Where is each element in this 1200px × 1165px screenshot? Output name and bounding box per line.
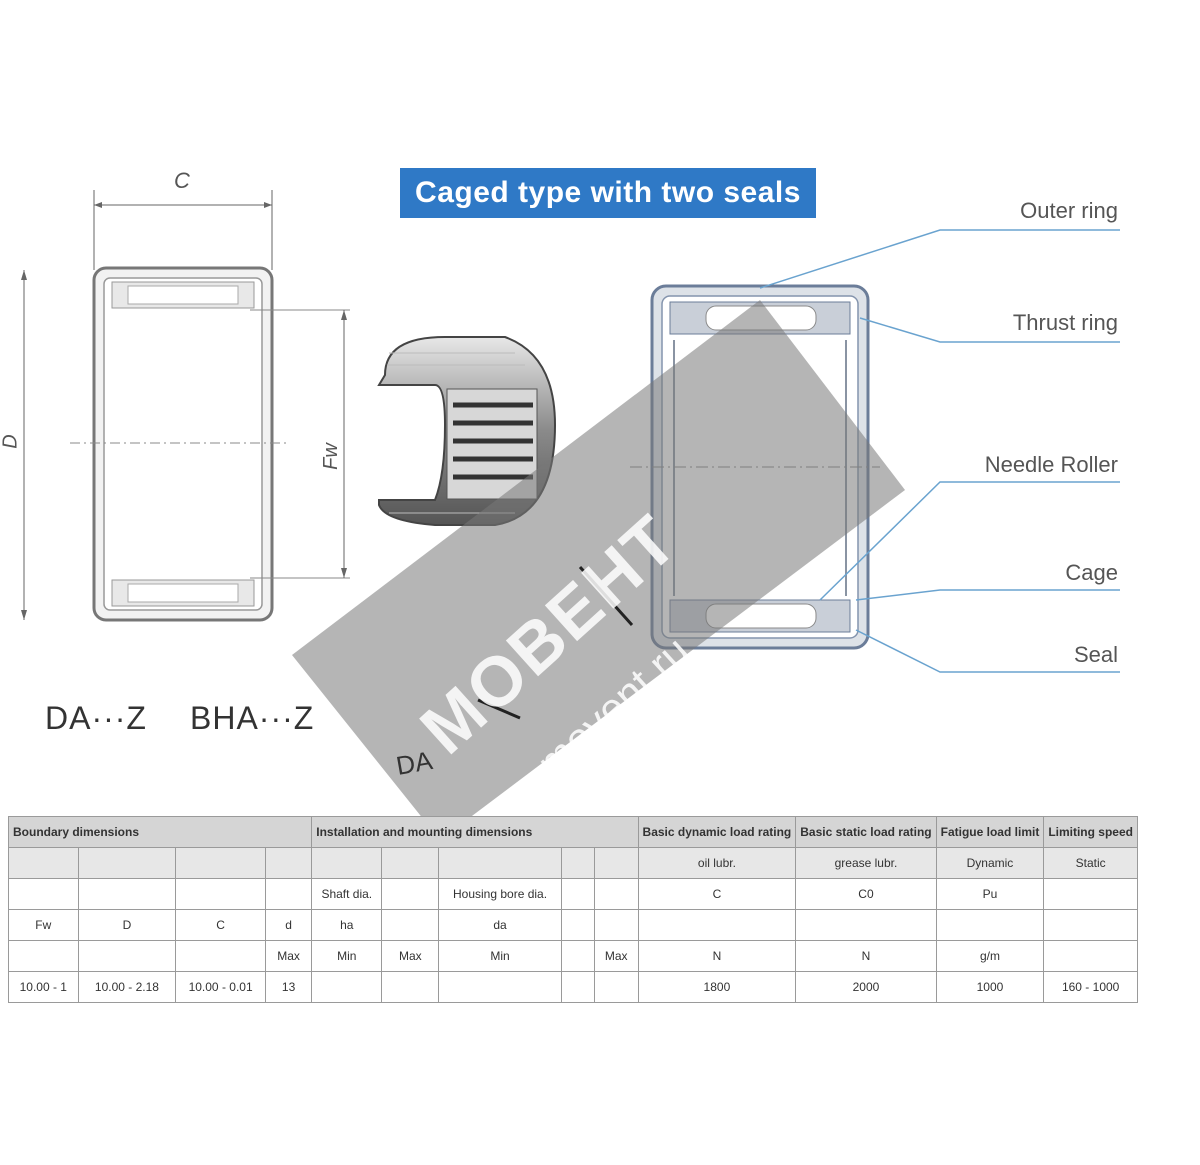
table-cell: [560, 878, 595, 910]
table-cell: [795, 909, 937, 941]
table-cell: [264, 847, 313, 879]
table-row: Max Min Max Min Max N N g/m: [8, 940, 1138, 972]
table-cell: N: [637, 940, 797, 972]
part-label-outer-ring: Outer ring: [1020, 198, 1118, 223]
table-cell: Min: [311, 940, 383, 972]
table-header-cell: Basic static load rating: [795, 816, 937, 848]
table-cell: [637, 909, 797, 941]
series-label-da-z: DA···Z: [45, 700, 147, 736]
table-cell: N: [795, 940, 937, 972]
svg-text:DA: DA: [394, 745, 435, 781]
table-cell: [8, 878, 79, 910]
table-cell: [8, 940, 79, 972]
table-cell: C: [637, 878, 797, 910]
table-cell: [593, 878, 639, 910]
table-cell: [560, 971, 595, 1003]
table-cell: 10.00 - 1: [8, 971, 79, 1003]
table-cell: [1043, 909, 1138, 941]
table-header-cell: Boundary dimensions: [7, 816, 313, 848]
table-cell: C: [175, 909, 266, 941]
series-label-bha-z: BHA···Z: [190, 700, 315, 736]
table-cell: da: [438, 909, 562, 941]
table-cell: Dynamic: [935, 847, 1045, 879]
section-title-banner: Caged type with two seals: [400, 168, 816, 218]
table-cell: Max: [264, 940, 313, 972]
table-cell: [311, 847, 383, 879]
table-cell: [175, 878, 266, 910]
table-cell: Static: [1043, 847, 1138, 879]
table-row: oil lubr. grease lubr. Dynamic Static: [8, 847, 1138, 879]
part-label-needle-roller: Needle Roller: [984, 452, 1118, 477]
dimensions-table: Boundary dimensions Installation and mou…: [7, 816, 1138, 1003]
table-cell: [381, 847, 440, 879]
table-cell: [175, 847, 266, 879]
table-cell: Max: [381, 940, 440, 972]
dim-c-label: C: [174, 168, 190, 193]
table-cell: 13: [264, 971, 313, 1003]
part-label-thrust-ring: Thrust ring: [1012, 310, 1118, 335]
table-cell: [560, 909, 595, 941]
table-cell: [264, 878, 313, 910]
table-cell: oil lubr.: [637, 847, 797, 879]
table-cell: 10.00 - 2.18: [77, 971, 177, 1003]
table-cell: [8, 847, 79, 879]
table-cell: 1000: [935, 971, 1045, 1003]
table-cell: ha: [311, 909, 383, 941]
table-cell: [77, 847, 177, 879]
table-cell: [381, 909, 440, 941]
table-cell: [1043, 940, 1138, 972]
table-cell: d: [264, 909, 313, 941]
table-cell: D: [77, 909, 177, 941]
table-cell: [381, 971, 440, 1003]
table-cell: 10.00 - 0.01: [175, 971, 266, 1003]
table-cell: Shaft dia.: [311, 878, 383, 910]
table-header-cell: Installation and mounting dimensions: [311, 816, 639, 848]
table-cell: [311, 971, 383, 1003]
table-cell: [77, 878, 177, 910]
table-cell: Housing bore dia.: [438, 878, 562, 910]
table-cell: [1043, 878, 1138, 910]
table-cell: Max: [593, 940, 639, 972]
table-cell: [935, 909, 1045, 941]
table-cell: Pu: [935, 878, 1045, 910]
cross-section-drawing: [21, 190, 350, 622]
table-cell: [560, 847, 595, 879]
table-cell: C0: [795, 878, 937, 910]
table-cell: [593, 847, 639, 879]
table-cell: g/m: [935, 940, 1045, 972]
table-cell: [593, 971, 639, 1003]
table-cell: [381, 878, 440, 910]
table-cell: [175, 940, 266, 972]
table-cell: 2000: [795, 971, 937, 1003]
table-row: Shaft dia. Housing bore dia. C C0 Pu: [8, 878, 1138, 910]
table-cell: 160 - 1000: [1043, 971, 1138, 1003]
part-label-cage: Cage: [1065, 560, 1118, 585]
table-row: Boundary dimensions Installation and mou…: [7, 816, 1138, 848]
bearing-3d-illustration: [377, 336, 557, 526]
table-cell: [593, 909, 639, 941]
table-row: 10.00 - 1 10.00 - 2.18 10.00 - 0.01 13 1…: [8, 971, 1138, 1003]
table-cell: grease lubr.: [795, 847, 937, 879]
table-cell: 1800: [637, 971, 797, 1003]
table-cell: [438, 971, 562, 1003]
table-header-cell: Basic dynamic load rating: [637, 816, 797, 848]
table-cell: [77, 940, 177, 972]
table-header-cell: Limiting speed: [1043, 816, 1138, 848]
table-row: Fw D C d ha da: [8, 909, 1138, 941]
table-cell: Min: [438, 940, 562, 972]
table-cell: [438, 847, 562, 879]
table-cell: [560, 940, 595, 972]
part-label-seal: Seal: [1073, 642, 1118, 667]
table-header-cell: Fatigue load limit: [935, 816, 1045, 848]
table-cell: Fw: [8, 909, 79, 941]
